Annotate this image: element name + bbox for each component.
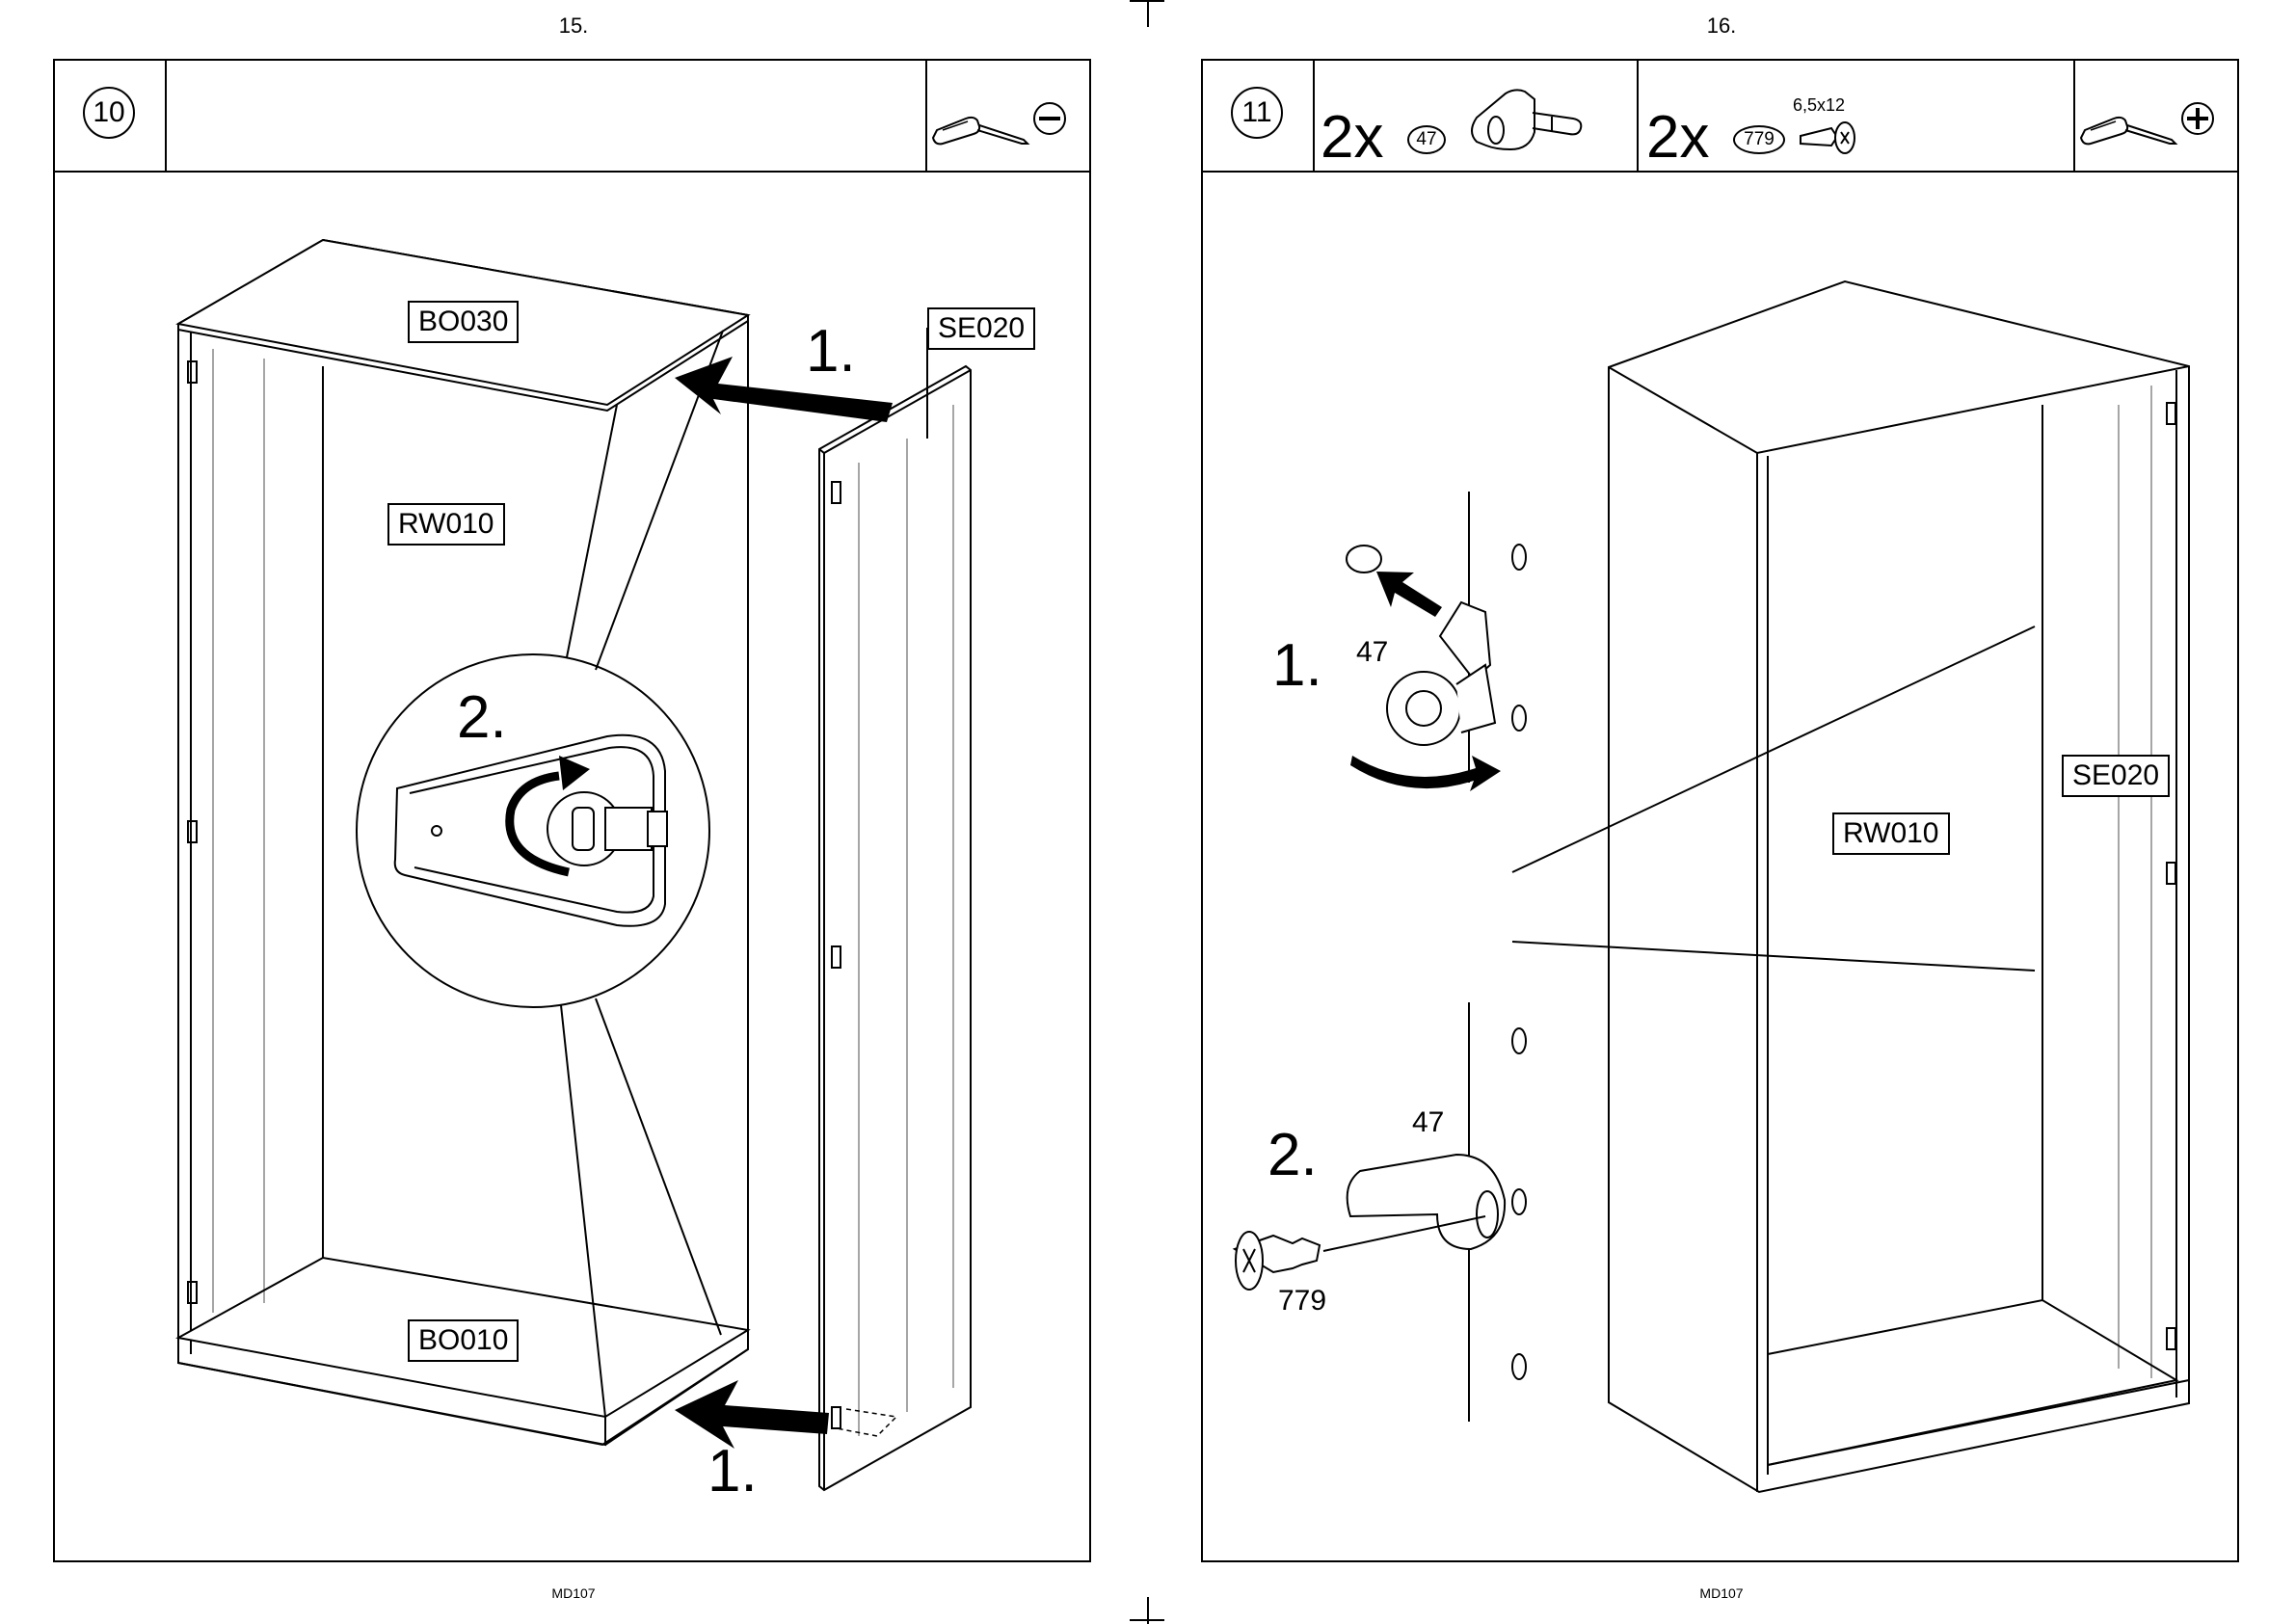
label-rw010: RW010 bbox=[387, 503, 505, 546]
cabinet-diagram bbox=[0, 0, 1147, 1624]
part-779-label: 779 bbox=[1278, 1287, 1326, 1316]
part-47-label: 47 bbox=[1412, 1108, 1444, 1137]
cabinet-bracket-diagram bbox=[1148, 0, 2295, 1624]
footer-code: MD107 bbox=[0, 1585, 1147, 1601]
label-se020: SE020 bbox=[2062, 755, 2170, 797]
footer-code: MD107 bbox=[1148, 1585, 2295, 1601]
label-bo010: BO010 bbox=[408, 1319, 519, 1362]
step-2-label: 2. bbox=[1268, 1126, 1318, 1185]
label-bo030: BO030 bbox=[408, 301, 519, 343]
step-1-label-bottom: 1. bbox=[707, 1442, 758, 1502]
label-se020: SE020 bbox=[927, 307, 1035, 350]
step-2-label: 2. bbox=[457, 688, 507, 748]
page-15: 15. 10 bbox=[0, 0, 1147, 1624]
step-1-label-top: 1. bbox=[806, 322, 856, 382]
label-rw010: RW010 bbox=[1832, 812, 1950, 855]
part-47-label: 47 bbox=[1356, 638, 1388, 667]
page-16: 16. 11 2x 47 2x 779 bbox=[1148, 0, 2295, 1624]
step-1-label: 1. bbox=[1272, 636, 1322, 696]
